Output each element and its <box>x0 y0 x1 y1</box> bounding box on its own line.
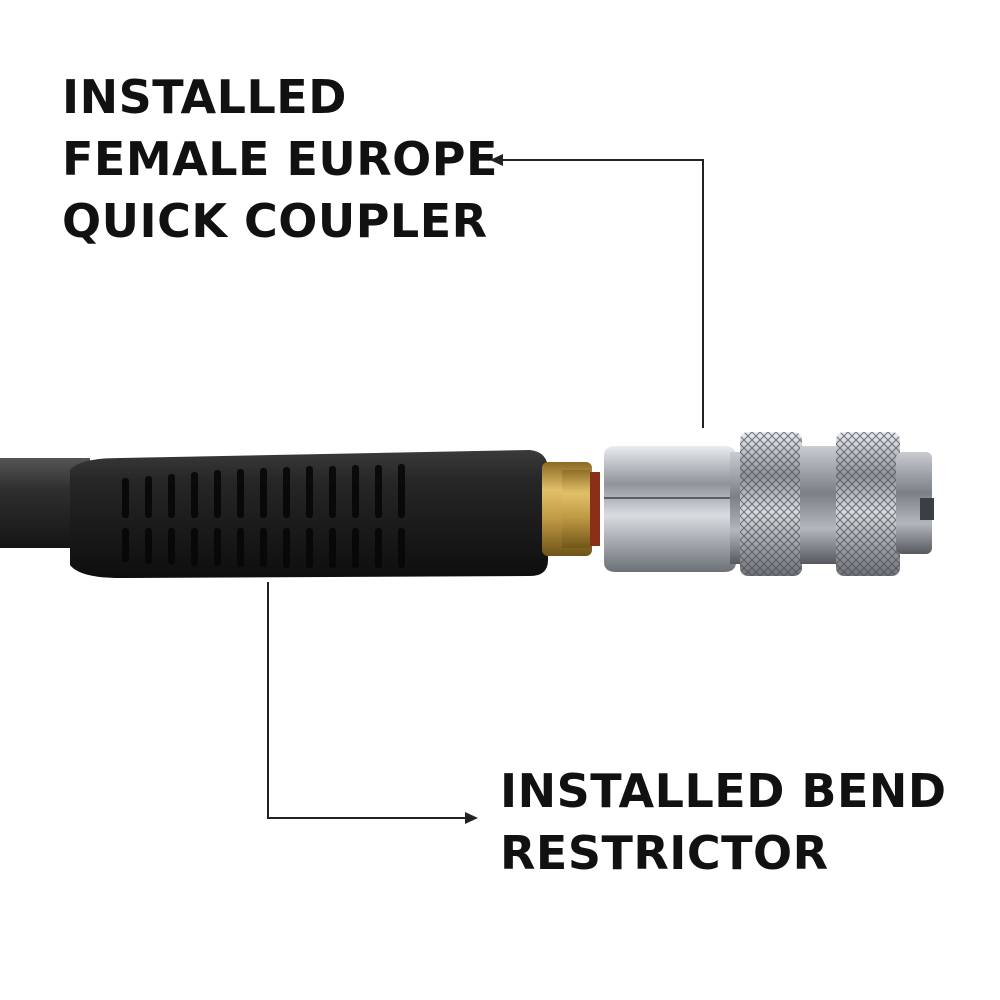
restrictor-callout-line-2: RESTRICTOR <box>500 826 829 880</box>
coupler-callout-line-3: QUICK COUPLER <box>62 194 488 248</box>
brass-fitting <box>542 462 600 556</box>
coupler-callout-arrow <box>500 159 704 428</box>
restrictor-arrowhead-icon <box>465 812 478 824</box>
coupler-callout-line-1: INSTALLED <box>62 70 347 124</box>
restrictor-callout-arrow <box>267 582 468 819</box>
hex-nut <box>604 446 736 572</box>
coupler-arrowhead-icon <box>490 154 503 166</box>
restrictor-callout-line-1: INSTALLED BEND <box>500 764 947 818</box>
restrictor-ribs <box>122 464 405 568</box>
quick-coupler <box>730 432 934 576</box>
restrictor-callout-label: INSTALLED BEND RESTRICTOR <box>500 760 947 884</box>
coupler-callout-label: INSTALLED FEMALE EUROPE QUICK COUPLER <box>62 66 498 252</box>
coupler-callout-line-2: FEMALE EUROPE <box>62 132 498 186</box>
bend-restrictor <box>70 450 548 578</box>
